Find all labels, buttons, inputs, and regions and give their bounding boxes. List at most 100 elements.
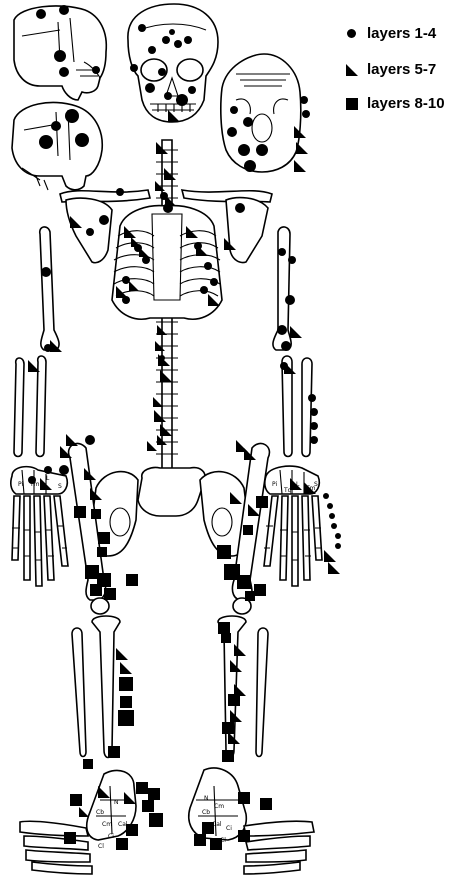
layers-1-4-marker (148, 46, 156, 54)
layers-8-10-marker (108, 746, 120, 758)
bone-label: L (46, 476, 49, 482)
layers-8-10-marker (243, 525, 253, 535)
layers-1-4-marker (54, 50, 66, 62)
layers-5-7-marker (324, 550, 336, 562)
layers-1-4-marker (188, 86, 196, 94)
layers-1-4-marker (158, 68, 166, 76)
layers-1-4-marker (227, 127, 237, 137)
layers-1-4-marker (99, 215, 109, 225)
layers-1-4-marker (243, 117, 253, 127)
layers-1-4-marker (230, 106, 238, 114)
legend-label: layers 5-7 (367, 61, 436, 78)
layers-8-10-marker (104, 588, 116, 600)
bone-label: S (58, 484, 62, 490)
skull-anterior (128, 4, 218, 122)
layers-8-10-marker (85, 565, 99, 579)
legend-label: layers 8-10 (367, 95, 445, 112)
layers-8-10-marker (126, 574, 138, 586)
layers-1-4-marker (238, 144, 250, 156)
layers-1-4-marker (41, 267, 51, 277)
layers-1-4-marker (51, 121, 61, 131)
layers-8-10-marker (120, 696, 132, 708)
bone-label: Cm (214, 804, 224, 810)
layers-8-10-marker (116, 838, 128, 850)
legend-item-layers-8-10: layers 8-10 (345, 95, 445, 112)
layers-1-4-marker (75, 133, 89, 147)
layers-5-7-marker (328, 562, 340, 574)
layers-1-4-marker (300, 96, 308, 104)
layers-1-4-marker (44, 466, 52, 474)
layers-1-4-marker (277, 325, 287, 335)
bone-label: Tq (284, 488, 291, 494)
layers-1-4-marker (210, 278, 218, 286)
layers-1-4-marker (169, 29, 175, 35)
bone-label: Cal (118, 822, 128, 828)
layers-5-7-marker (116, 648, 128, 660)
layers-1-4-marker (138, 24, 146, 32)
bone-label: Ci (226, 826, 232, 832)
bone-label: Pi (18, 482, 23, 488)
layers-8-10-marker (194, 834, 206, 846)
layers-1-4-marker (285, 295, 295, 305)
bone-label: Cl (98, 844, 104, 850)
layers-8-10-marker (222, 722, 234, 734)
pelvis (92, 467, 249, 556)
layers-1-4-marker (200, 286, 208, 294)
layers-5-7-marker (66, 434, 78, 446)
layers-1-4-marker (331, 523, 337, 529)
layers-8-10-marker (237, 575, 251, 589)
layers-1-4-marker (244, 160, 256, 172)
square-marker-icon (345, 97, 359, 111)
layers-8-10-marker (222, 750, 234, 762)
layers-8-10-marker (98, 532, 110, 544)
layers-8-10-marker (221, 633, 231, 643)
layers-1-4-marker (122, 276, 130, 284)
layers-1-4-marker (59, 465, 69, 475)
layers-8-10-marker (91, 509, 101, 519)
skull-lateral-bottom (12, 102, 102, 190)
layers-1-4-marker (59, 5, 69, 15)
layers-1-4-marker (85, 435, 95, 445)
layers-1-4-marker (116, 188, 124, 196)
layers-1-4-marker (302, 110, 310, 118)
layers-1-4-marker (310, 408, 318, 416)
bone-label: Pi (272, 482, 277, 488)
layers-1-4-marker (308, 394, 316, 402)
layers-1-4-marker (204, 262, 212, 270)
layers-8-10-marker (118, 710, 134, 726)
layers-1-4-marker (329, 513, 335, 519)
layers-8-10-marker (64, 832, 76, 844)
layers-1-4-marker (327, 503, 333, 509)
layers-8-10-marker (238, 792, 250, 804)
layers-8-10-marker (97, 547, 107, 557)
left-lower-leg (72, 616, 120, 758)
bone-label: Cl (220, 838, 226, 844)
legend-label: layers 1-4 (367, 25, 436, 42)
layers-1-4-marker (235, 203, 245, 213)
bone-label: S (314, 482, 318, 488)
bone-label: Cal (212, 822, 222, 828)
layers-1-4-marker (323, 493, 329, 499)
layers-1-4-marker (278, 248, 286, 256)
layers-5-7-marker (120, 662, 132, 674)
layers-1-4-marker (335, 543, 341, 549)
layers-8-10-marker (74, 506, 86, 518)
layers-1-4-marker (130, 64, 138, 72)
bone-label: L (296, 482, 299, 488)
layers-8-10-marker (119, 677, 133, 691)
bone-label: Cl (40, 486, 46, 492)
layers-1-4-marker (335, 533, 341, 539)
bone-label: Cb (202, 810, 210, 816)
circle-marker-icon (345, 27, 359, 41)
layers-5-7-marker (147, 441, 157, 451)
layers-8-10-marker (149, 813, 163, 827)
layers-5-7-marker (79, 807, 89, 817)
layers-8-10-marker (142, 800, 154, 812)
layers-1-4-marker (162, 36, 170, 44)
left-humerus (40, 227, 59, 350)
layers-1-4-marker (256, 144, 268, 156)
patellae (91, 598, 251, 614)
legend-item-layers-5-7: layers 5-7 (345, 61, 436, 78)
